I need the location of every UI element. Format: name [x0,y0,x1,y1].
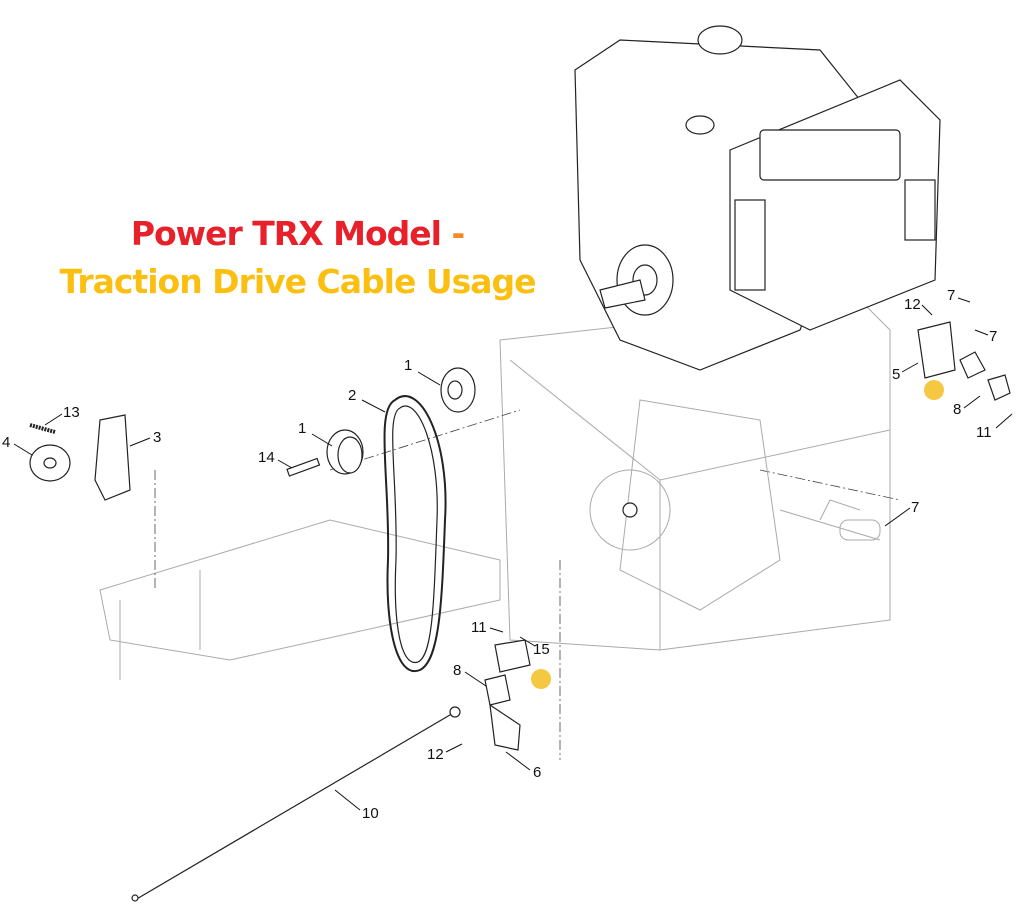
pulley-lower [326,429,364,475]
key [286,457,321,477]
highlight-marker [924,380,944,400]
title-dash: - [451,214,465,253]
callout-label: 12 [427,746,444,763]
callout-label: 3 [153,429,161,446]
callout-label: 14 [258,449,275,466]
pulley-upper [440,367,476,413]
title-line-2: Traction Drive Cable Usage [59,262,536,301]
callouts: 1 2 1 13 3 4 14 12 7 7 5 8 11 7 11 15 8 … [2,287,1013,822]
callout-label: 13 [63,404,80,421]
idler-assembly [29,414,131,501]
callout-label: 8 [953,401,961,418]
callout-label: 11 [976,424,992,441]
callout-label: 8 [453,662,461,679]
callout-label: 5 [892,366,900,383]
callout-label: 7 [947,287,955,304]
callout-label: 7 [911,499,919,516]
title-model: Power TRX Model [130,214,442,253]
transmission [589,399,881,611]
frame-ghost [99,299,901,760]
drive-belt [383,395,447,673]
engine-vents [734,129,936,291]
control-bracket-right [917,321,1011,401]
control-bracket-lower [484,639,531,751]
callout-label: 1 [298,420,306,437]
callout-label: 10 [362,805,379,822]
callout-label: 1 [404,357,412,374]
traction-cable [131,706,461,902]
callout-label: 11 [471,619,487,636]
callout-label: 2 [348,387,356,404]
title-line-1: Power TRX Model - [0,214,595,253]
callout-label: 12 [904,296,921,313]
callout-label: 7 [989,328,997,345]
engine [574,25,941,371]
callout-label: 4 [2,434,10,451]
callout-label: 6 [533,764,541,781]
highlight-marker [531,669,551,689]
callout-label: 15 [533,641,550,658]
